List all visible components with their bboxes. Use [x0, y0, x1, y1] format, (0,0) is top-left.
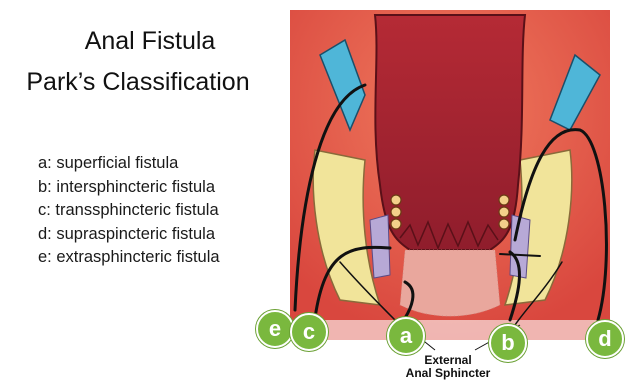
anal-canal: [400, 250, 500, 316]
legend-item-e: e: extrasphincteric fistula: [38, 246, 220, 270]
legend-item-b: b: intersphincteric fistula: [38, 176, 220, 200]
legend-item-c: c: transsphincteric fistula: [38, 199, 220, 223]
caption-line-2: Anal Sphincter: [393, 367, 503, 380]
title-line-1: Anal Fistula: [0, 27, 300, 56]
title-line-2: Park’s Classification: [2, 68, 274, 97]
marker-a: a: [387, 317, 425, 355]
marker-c: c: [290, 313, 328, 351]
legend-item-a: a: superficial fistula: [38, 152, 220, 176]
classification-legend: a: superficial fistula b: intersphincter…: [38, 152, 220, 270]
marker-e: e: [256, 310, 294, 348]
legend-item-d: d: supraspincteric fistula: [38, 223, 220, 247]
marker-d: d: [586, 320, 624, 358]
external-sphincter-label: External Anal Sphincter: [393, 354, 503, 380]
